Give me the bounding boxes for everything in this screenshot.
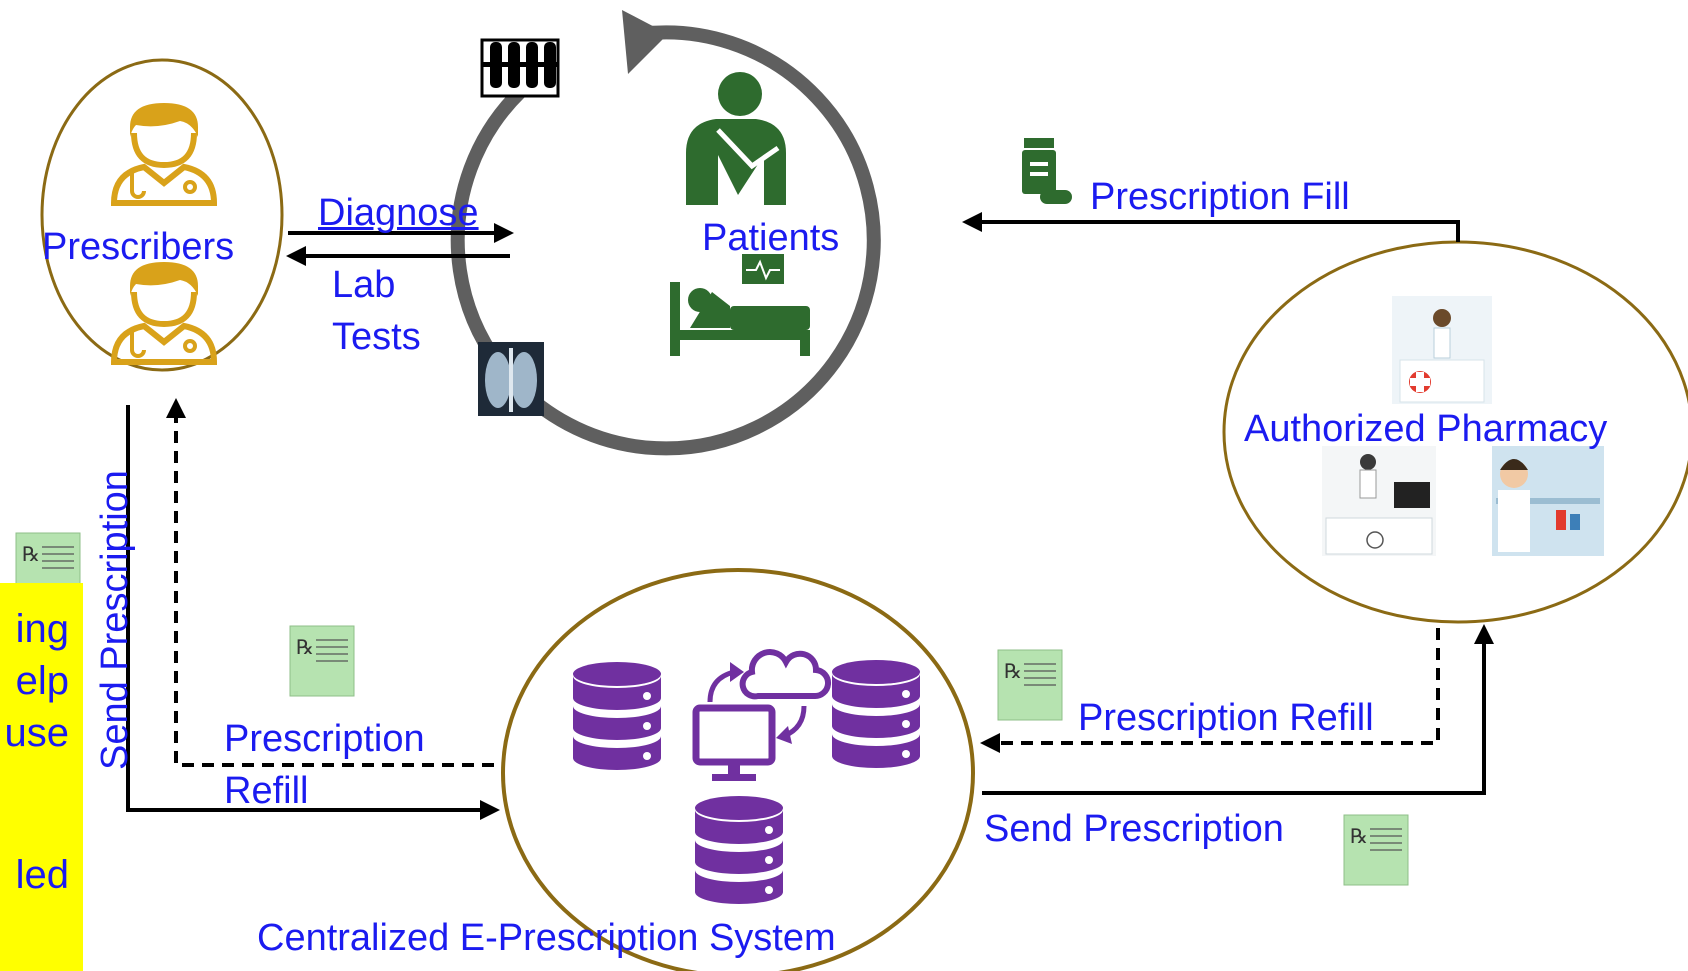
injured-patient-icon bbox=[686, 72, 786, 205]
test-tubes-icon bbox=[480, 38, 560, 98]
system-node bbox=[501, 568, 975, 971]
send-prescription-vertical-label: Send Prescription bbox=[94, 470, 136, 770]
rx-pad-right-bottom bbox=[1343, 814, 1409, 886]
side-note: ing elp use led bbox=[0, 583, 83, 971]
lab-tests-label-line2: Tests bbox=[332, 316, 421, 358]
side-note-line-3: use bbox=[4, 711, 70, 755]
pharmacist-counter-icon bbox=[1392, 296, 1492, 404]
side-note-line-1: ing bbox=[15, 607, 69, 651]
prescription-left-label: Prescription bbox=[224, 718, 425, 760]
diagnose-label: Diagnose bbox=[318, 192, 479, 234]
patient-cycle-arrow bbox=[450, 25, 881, 456]
side-note-line-2: elp bbox=[15, 659, 69, 703]
send-prescription-right-label: Send Prescription bbox=[984, 808, 1284, 850]
pharmacist-shelf-icon bbox=[1492, 446, 1604, 556]
prescription-refill-left-arrow bbox=[166, 398, 494, 767]
medicine-bottle-icon bbox=[1022, 138, 1072, 204]
rx-pad-right-top bbox=[997, 649, 1063, 721]
prescription-fill-arrow bbox=[962, 212, 1460, 242]
pharmacy-label: Authorized Pharmacy bbox=[1244, 408, 1608, 450]
system-label: Centralized E-Prescription System bbox=[257, 917, 836, 959]
rx-pad-middle bbox=[289, 625, 355, 697]
side-note-line-4: led bbox=[15, 853, 69, 897]
send-prescription-right-arrow bbox=[982, 624, 1494, 795]
refill-left-label: Refill bbox=[224, 770, 309, 812]
computer-cloud-icon bbox=[692, 649, 831, 781]
prescription-refill-right-label: Prescription Refill bbox=[1078, 697, 1374, 739]
prescribers-label: Prescribers bbox=[42, 226, 235, 268]
pharmacist-desk-icon bbox=[1322, 446, 1436, 556]
prescribers-node bbox=[40, 58, 284, 372]
xray-icon bbox=[478, 342, 544, 416]
hospital-bed-icon bbox=[670, 254, 810, 356]
send-prescription-left-arrow bbox=[126, 405, 500, 820]
lab-tests-label-line1: Lab bbox=[332, 264, 396, 306]
prescription-fill-label: Prescription Fill bbox=[1090, 176, 1350, 218]
patients-label: Patients bbox=[702, 217, 840, 259]
cycle-arrowhead bbox=[622, 10, 668, 74]
